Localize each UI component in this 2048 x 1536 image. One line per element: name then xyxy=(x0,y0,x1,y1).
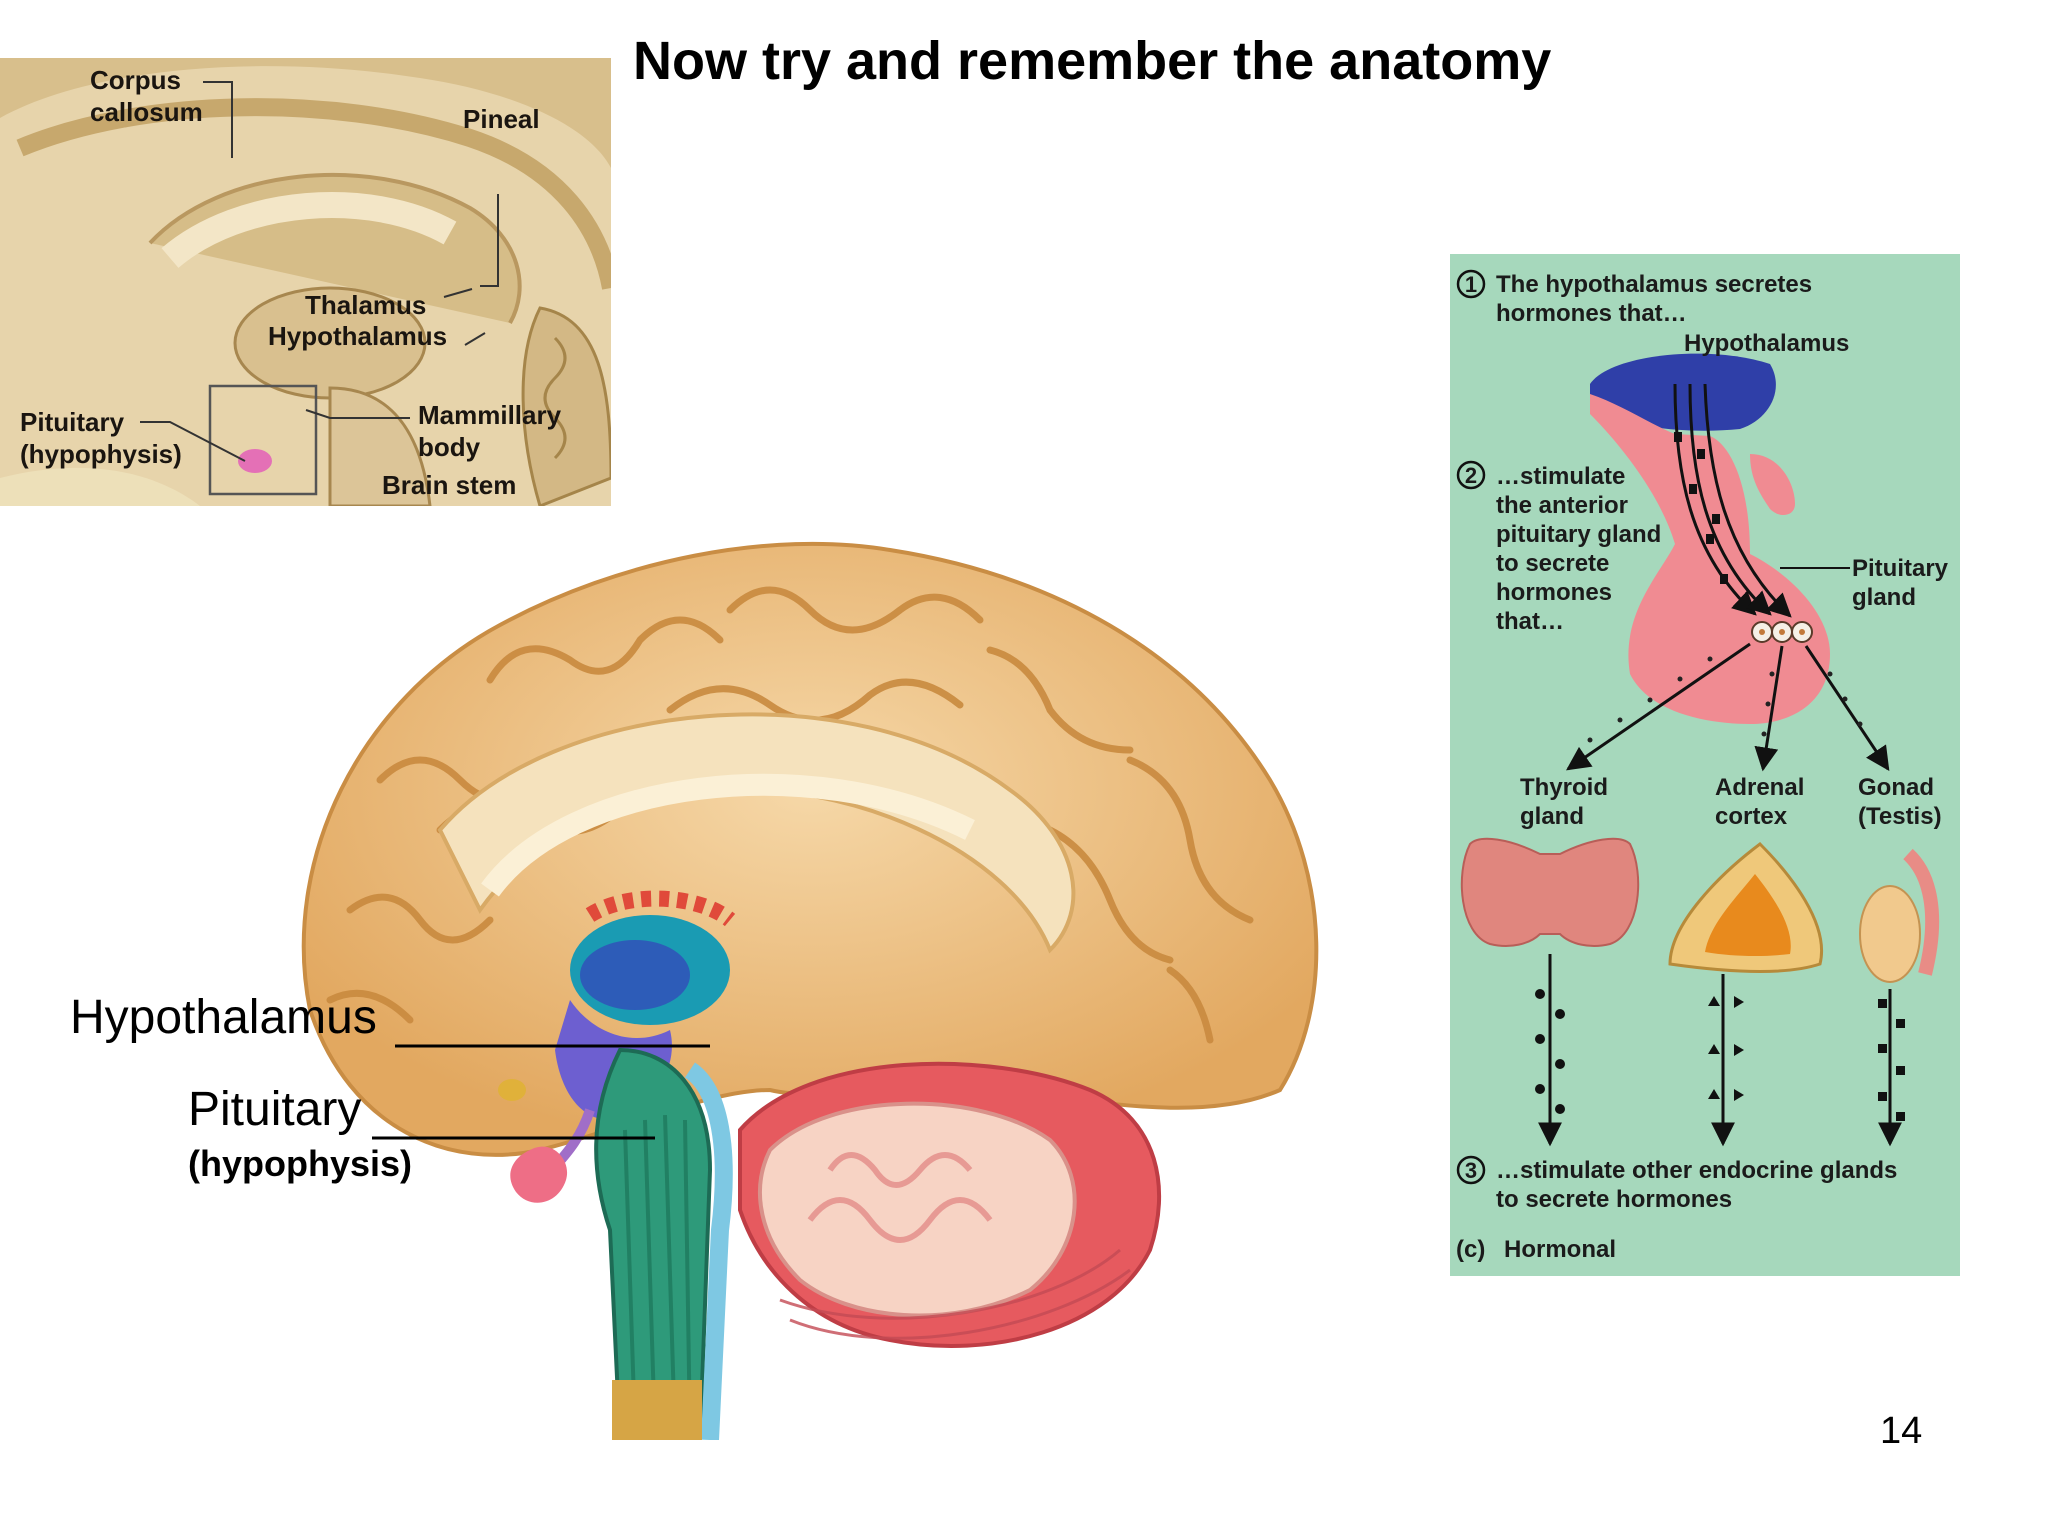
step2-line2: the anterior xyxy=(1496,492,1628,519)
step3-line1: …stimulate other endocrine glands xyxy=(1496,1157,1897,1184)
step3-number: 3 xyxy=(1465,1158,1477,1183)
step2-line1: …stimulate xyxy=(1496,463,1625,490)
step3-line2: to secrete hormones xyxy=(1496,1186,1732,1213)
step1-number: 1 xyxy=(1465,272,1477,297)
inset-label-mammillary: Mammillary xyxy=(418,400,562,430)
label-hypothalamus: Hypothalamus xyxy=(70,991,377,1044)
sagittal-inset-figure: Corpus callosum Pineal Thalamus Hypothal… xyxy=(0,58,611,506)
brain-sagittal-illustration xyxy=(301,541,1319,1440)
inset-label-hypophysis: (hypophysis) xyxy=(20,439,182,469)
thyroid-gland xyxy=(1460,837,1640,947)
step2-line4: to secrete xyxy=(1496,550,1609,577)
inset-label-brain-stem: Brain stem xyxy=(382,470,516,500)
inset-label-body: body xyxy=(418,432,481,462)
label-pituitary: Pituitary xyxy=(188,1083,362,1136)
slide-title: Now try and remember the anatomy xyxy=(633,31,1552,91)
inset-label-thalamus: Thalamus xyxy=(305,290,426,320)
step2-number: 2 xyxy=(1465,463,1477,488)
caption: Hormonal xyxy=(1504,1236,1616,1263)
step2-line6: that… xyxy=(1496,608,1564,635)
caption-prefix: (c) xyxy=(1456,1236,1485,1263)
step2-line3: pituitary gland xyxy=(1496,521,1661,548)
page-number: 14 xyxy=(1880,1410,1923,1452)
gonad-label-1: Gonad xyxy=(1858,774,1934,801)
gonad-label-2: (Testis) xyxy=(1858,803,1942,830)
pituitary-label-2: gland xyxy=(1852,584,1916,611)
adrenal-label-2: cortex xyxy=(1715,803,1788,830)
adrenal-label-1: Adrenal xyxy=(1715,774,1804,801)
hormonal-pathway-panel: 1 2 3 The hypothalamus secretes hormones… xyxy=(1450,254,1960,1276)
step1-line2: hormones that… xyxy=(1496,300,1687,327)
pituitary-gland xyxy=(510,1146,568,1203)
label-hypophysis: (hypophysis) xyxy=(188,1143,413,1184)
inset-label-pituitary: Pituitary xyxy=(20,407,125,437)
testis xyxy=(1859,885,1921,983)
inset-label-callosum: callosum xyxy=(90,97,203,127)
hypothalamus-label: Hypothalamus xyxy=(1684,330,1849,357)
inset-label-hypothalamus: Hypothalamus xyxy=(268,321,447,351)
thyroid-label-1: Thyroid xyxy=(1520,774,1608,801)
step1-line1: The hypothalamus secretes xyxy=(1496,271,1812,298)
thyroid-label-2: gland xyxy=(1520,803,1584,830)
step2-line5: hormones xyxy=(1496,579,1612,606)
pituitary-label-1: Pituitary xyxy=(1852,555,1949,582)
inset-label-corpus: Corpus xyxy=(90,65,181,95)
inset-pituitary-dot xyxy=(238,449,272,473)
mammillary-body xyxy=(498,1079,526,1101)
inset-label-pineal: Pineal xyxy=(463,104,540,134)
